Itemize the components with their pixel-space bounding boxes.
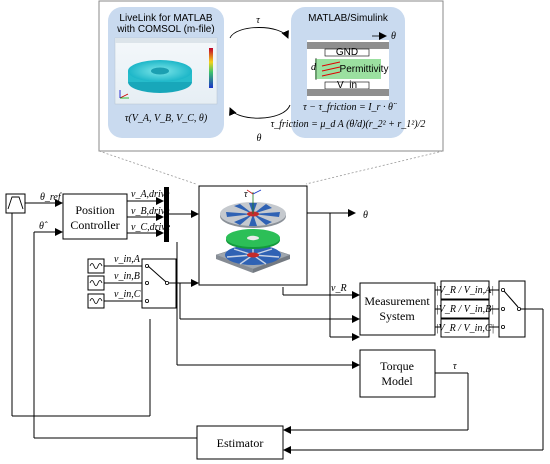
comsol-title-line1: LiveLink for MATLAB (119, 13, 213, 24)
measurement-line1: Measurement (364, 294, 430, 308)
ratio-c-box (440, 318, 490, 338)
trapezoid-icon (7, 196, 24, 210)
measurement-line2: System (379, 309, 415, 323)
theta-output-label: θ (363, 210, 368, 221)
theta-arc (229, 104, 291, 119)
v-c-drive-label: v_C,drive (131, 222, 171, 233)
comsol-formula: τ(V_A, V_B, V_C, θ) (125, 113, 208, 124)
zoom-line-right (305, 150, 444, 185)
comsol-screenshot (114, 37, 218, 105)
measurement-system-block (359, 282, 436, 336)
ratio-c-label: |V_R / V_in,C| (436, 323, 495, 334)
ratio-a-label: |V_R / V_in,A| (436, 285, 494, 296)
comsol-title-line2: with COMSOL (m-file) (116, 24, 214, 35)
theta-ref-label: θ_ref (40, 192, 62, 203)
tau-arc (229, 27, 289, 39)
theta-hat-label: θ̂ (39, 221, 48, 232)
v-in-a-label: v_in,A (114, 254, 141, 265)
equation-motion: τ − τ_friction = I_r · θ̈ (303, 102, 397, 113)
estimator-label: Estimator (217, 436, 264, 450)
sine-source-c (87, 293, 105, 309)
position-controller-line1: Position (75, 203, 114, 217)
permittivity-label: Permittivity (340, 64, 389, 75)
position-controller-line2: Controller (70, 218, 119, 232)
v-in-b-label: v_in,B (114, 271, 140, 282)
zoom-line-left (98, 150, 197, 185)
device-3d-render: τ (215, 189, 291, 273)
equation-friction: τ_friction = μ_d A (θ̇/d)(r_2² + r_1²)/2 (271, 119, 426, 130)
tau-arc-label: τ (256, 15, 260, 26)
v-a-drive-label: v_A,drive (131, 189, 170, 200)
device-tau-label: τ (244, 189, 248, 200)
gap-d-label: d (311, 62, 317, 73)
torque-line2: Model (381, 374, 413, 388)
capacitor-model: GND Permittivity V_in d θ (307, 31, 396, 100)
top-panel: LiveLink for MATLAB with COMSOL (m-file)… (98, 0, 444, 152)
mux-bar (164, 187, 169, 242)
gnd-label: GND (336, 47, 358, 58)
simulink-title: MATLAB/Simulink (308, 13, 389, 24)
theta-arc-label: θ (257, 133, 262, 144)
v-b-drive-label: v_B,drive (131, 206, 170, 217)
ratio-b-label: |V_R / V_in,B| (436, 304, 494, 315)
torque-line1: Torque (380, 359, 414, 373)
theta-direction-label: θ (391, 31, 396, 42)
estimator-block (196, 425, 284, 460)
sine-source-b (87, 275, 105, 291)
vr-label: v_R (331, 283, 347, 294)
v-in-c-label: v_in,C (114, 289, 141, 300)
position-controller-block (62, 193, 128, 240)
vin-plate-label: V_in (337, 80, 357, 91)
sine-source-a (87, 258, 105, 274)
tau-output-label: τ (453, 361, 457, 372)
